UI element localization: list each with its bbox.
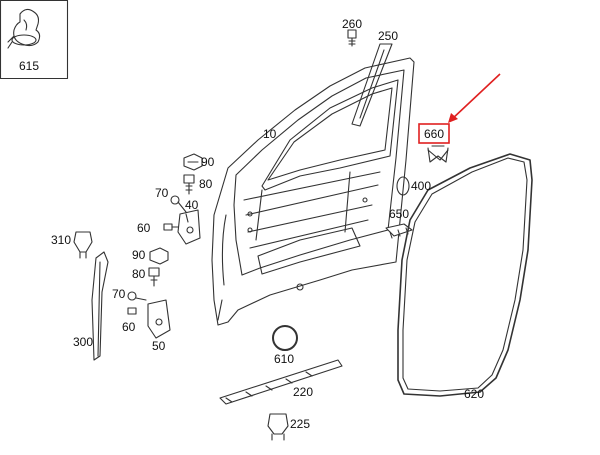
channel-strip-250 bbox=[351, 43, 393, 127]
strip-300-icon bbox=[91, 251, 109, 361]
callout-610: 610 bbox=[274, 352, 294, 366]
clip-310-icon bbox=[73, 231, 93, 259]
callout-70b: 70 bbox=[112, 287, 126, 301]
grommet-615-icon bbox=[7, 8, 41, 49]
bolt-70a-icon bbox=[170, 195, 187, 213]
highlight-box-660 bbox=[418, 123, 450, 144]
bolt-260-icon bbox=[347, 29, 357, 47]
bolt-70b-icon bbox=[127, 291, 147, 301]
callout-80a: 80 bbox=[199, 177, 213, 191]
callout-310: 310 bbox=[51, 233, 71, 247]
hinge-40-icon bbox=[177, 209, 201, 245]
callout-70a: 70 bbox=[155, 186, 169, 200]
callout-660: 660 bbox=[424, 127, 444, 141]
plug-400-icon bbox=[396, 176, 410, 196]
clip-225-icon bbox=[267, 413, 289, 441]
callout-260: 260 bbox=[342, 17, 362, 31]
ring-610-icon bbox=[272, 325, 298, 351]
callout-10: 10 bbox=[263, 127, 277, 141]
callout-620: 620 bbox=[464, 387, 484, 401]
clip-660-icon bbox=[427, 145, 449, 163]
hinge-50-icon bbox=[147, 299, 171, 339]
callout-60b: 60 bbox=[122, 320, 136, 334]
callout-40: 40 bbox=[185, 198, 199, 212]
callout-90b: 90 bbox=[132, 248, 146, 262]
callout-400: 400 bbox=[411, 179, 431, 193]
callout-650: 650 bbox=[389, 207, 409, 221]
sill-strip-220-icon bbox=[219, 359, 343, 405]
callout-labels: 615 260 250 10 660 90 80 70 40 60 400 65… bbox=[19, 17, 484, 431]
inset-box-615 bbox=[0, 0, 69, 80]
callout-80b: 80 bbox=[132, 267, 146, 281]
nut-90a-icon bbox=[183, 153, 203, 171]
bolt-80a-icon bbox=[183, 174, 195, 195]
door-seal-620 bbox=[397, 153, 533, 397]
callout-225: 225 bbox=[290, 417, 310, 431]
door-shell-10 bbox=[211, 57, 415, 326]
callout-90a: 90 bbox=[201, 155, 215, 169]
callout-300: 300 bbox=[73, 335, 93, 349]
highlight-arrow bbox=[418, 73, 501, 144]
nut-90b-icon bbox=[149, 247, 169, 265]
callout-60a: 60 bbox=[137, 221, 151, 235]
bolt-80b-icon bbox=[148, 267, 160, 287]
callout-250: 250 bbox=[378, 29, 398, 43]
callout-220: 220 bbox=[293, 385, 313, 399]
screw-60b-icon bbox=[127, 307, 137, 315]
callout-615: 615 bbox=[19, 59, 39, 73]
arrow-icon bbox=[450, 73, 501, 121]
callout-50: 50 bbox=[152, 339, 166, 353]
